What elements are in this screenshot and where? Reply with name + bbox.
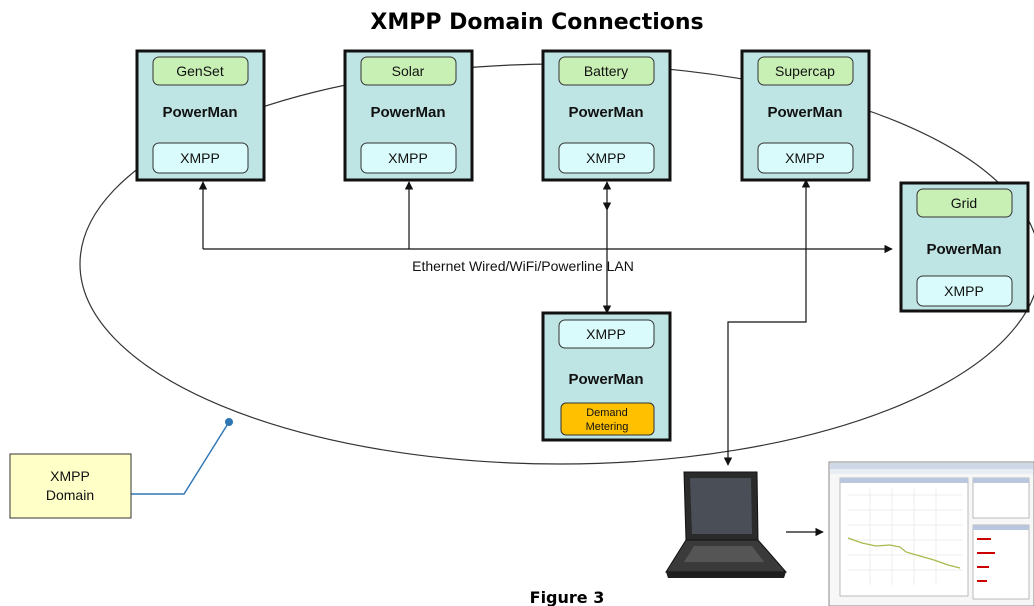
legend-text-line2: Domain: [46, 487, 94, 503]
powerman-node-genset[interactable]: GenSet PowerMan XMPP: [135, 49, 266, 182]
legend-text-line1: XMPP: [50, 468, 90, 484]
source-label: Grid: [951, 195, 977, 211]
xmpp-label: XMPP: [586, 150, 626, 166]
network-label: Ethernet Wired/WiFi/Powerline LAN: [412, 258, 634, 274]
powerman-node-supercap[interactable]: Supercap PowerMan XMPP: [740, 49, 871, 182]
xmpp-label: XMPP: [388, 150, 428, 166]
diagram-title: XMPP Domain Connections: [370, 10, 703, 35]
supercap-laptop-link: [723, 179, 811, 466]
domain-callout-line: [131, 421, 230, 495]
source-label: Supercap: [775, 63, 835, 79]
powerman-node-grid[interactable]: Grid PowerMan XMPP: [899, 181, 1030, 313]
source-label: GenSet: [176, 63, 224, 79]
source-label: Solar: [392, 63, 425, 79]
xmpp-box: [757, 142, 854, 174]
source-label-box: [757, 56, 854, 86]
node-name: PowerMan: [568, 104, 643, 121]
source-label: Battery: [584, 63, 628, 79]
xmpp-box: [916, 275, 1013, 307]
powerman-node-solar[interactable]: Solar PowerMan XMPP: [343, 49, 474, 182]
source-label-box: [360, 56, 457, 86]
source-label-box: [152, 56, 249, 86]
xmpp-label: XMPP: [785, 150, 825, 166]
node-name: PowerMan: [767, 104, 842, 121]
node-name: PowerMan: [568, 371, 643, 388]
laptop-icon[interactable]: [665, 471, 788, 578]
xmpp-label: XMPP: [180, 150, 220, 166]
source-label-box: [558, 56, 655, 86]
xmpp-box: [558, 319, 655, 349]
xmpp-box: [360, 142, 457, 174]
function-label-line2: Metering: [586, 421, 629, 433]
function-label-line1: Demand: [586, 407, 628, 419]
legend-box: [9, 453, 132, 519]
node-name: PowerMan: [926, 241, 1001, 258]
lan-links: [198, 179, 893, 466]
powerman-node-demand-metering[interactable]: XMPP PowerMan Demand Metering: [541, 311, 672, 442]
powerman-node-battery[interactable]: Battery PowerMan XMPP: [541, 49, 672, 182]
xmpp-box: [152, 142, 249, 174]
demand-metering-box: [560, 402, 655, 436]
xmpp-label: XMPP: [944, 283, 984, 299]
xmpp-box: [558, 142, 655, 174]
figure-caption: Figure 3: [530, 588, 605, 606]
node-name: PowerMan: [370, 104, 445, 121]
xmpp-label: XMPP: [586, 326, 626, 342]
node-name: PowerMan: [162, 104, 237, 121]
source-label-box: [916, 188, 1013, 218]
dashboard-screenshot-icon: [828, 461, 1034, 606]
xmpp-domain-legend: XMPP Domain: [9, 418, 233, 519]
